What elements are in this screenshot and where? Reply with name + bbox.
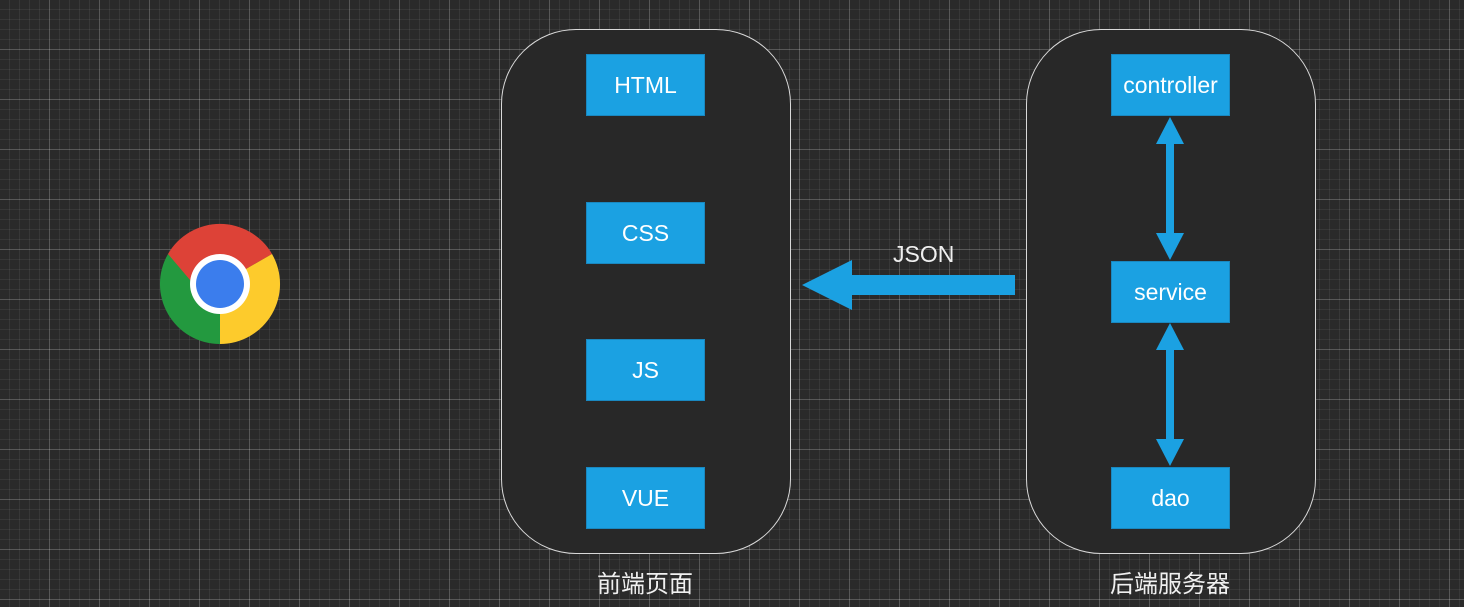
json-arrow-label: JSON (893, 241, 955, 267)
controller-box: controller (1111, 54, 1230, 116)
css-box: CSS (586, 202, 705, 264)
frontend-label: 前端页面 (597, 570, 693, 598)
dao-box: dao (1111, 467, 1230, 529)
vue-box: VUE (586, 467, 705, 529)
backend-label: 后端服务器 (1110, 570, 1230, 598)
service-box: service (1111, 261, 1230, 323)
frontend-container (501, 29, 791, 554)
js-box: JS (586, 339, 705, 401)
html-box: HTML (586, 54, 705, 116)
